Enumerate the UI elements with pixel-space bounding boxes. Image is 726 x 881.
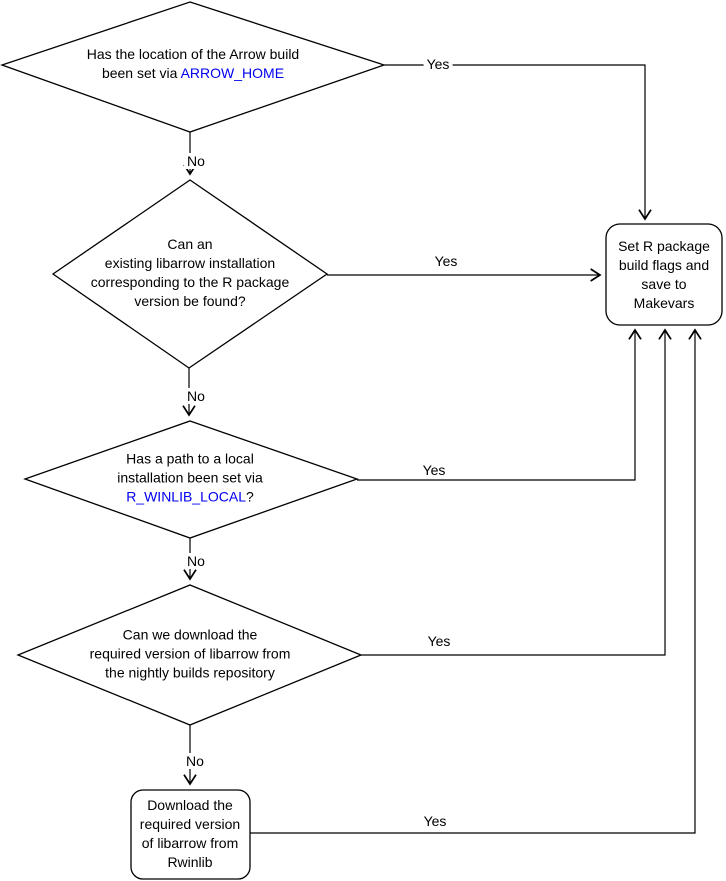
decision-existing-libarrow-text: Can an existing libarrow installation co…: [90, 236, 290, 309]
process-download-rwinlib-shape: [130, 789, 251, 880]
decision-arrow-home-shape: [0, 1, 387, 133]
decision-arrow-home-code: ARROW_HOME: [180, 65, 285, 81]
process-set-flags-shape: [605, 223, 723, 326]
decision-winlib-local-label: Has a path to a local installation been …: [60, 450, 320, 507]
edge-label-existing-libarrow-no: No: [184, 388, 208, 404]
decision-winlib-local-text: Has a path to a local installation been …: [117, 450, 263, 486]
edge-label-arrow-home-no: No: [184, 153, 208, 169]
decision-nightly-download-shape: [16, 584, 363, 726]
edge-nightly-download-yes: [361, 328, 672, 656]
decision-nightly-download-label: Can we download the required version of …: [30, 626, 350, 683]
decision-winlib-local-suffix: ?: [246, 488, 254, 505]
process-download-rwinlib-text: Download the required version of libarro…: [139, 797, 241, 870]
edge-winlib-local-yes: [357, 328, 642, 481]
process-set-flags-label: Set R package build flags and save to Ma…: [608, 237, 720, 313]
decision-existing-libarrow-shape: [51, 179, 329, 369]
decision-winlib-local-code: R_WINLIB_LOCAL: [126, 488, 247, 505]
edge-label-winlib-local-yes: Yes: [419, 462, 449, 478]
decision-existing-libarrow-label: Can an existing libarrow installation co…: [40, 235, 340, 311]
edge-download-rwinlib-yes: [250, 328, 702, 834]
edge-arrow-home-yes: [384, 64, 652, 221]
process-set-flags-text: Set R package build flags and save to Ma…: [618, 238, 710, 311]
decision-arrow-home-label: Has the location of the Arrow build been…: [43, 45, 343, 83]
edge-label-nightly-download-yes: Yes: [424, 633, 454, 649]
decision-arrow-home-text: Has the location of the Arrow build been…: [86, 46, 300, 81]
edge-label-arrow-home-yes: Yes: [423, 56, 453, 72]
process-download-rwinlib-label: Download the required version of libarro…: [131, 796, 249, 872]
decision-winlib-local-shape: [23, 420, 359, 539]
decision-nightly-download-text: Can we download the required version of …: [89, 626, 291, 681]
edge-label-download-rwinlib-yes: Yes: [420, 813, 450, 829]
edge-label-winlib-local-no: No: [184, 553, 208, 569]
edge-label-existing-libarrow-yes: Yes: [431, 253, 461, 269]
edge-label-nightly-download-no: No: [183, 753, 207, 769]
